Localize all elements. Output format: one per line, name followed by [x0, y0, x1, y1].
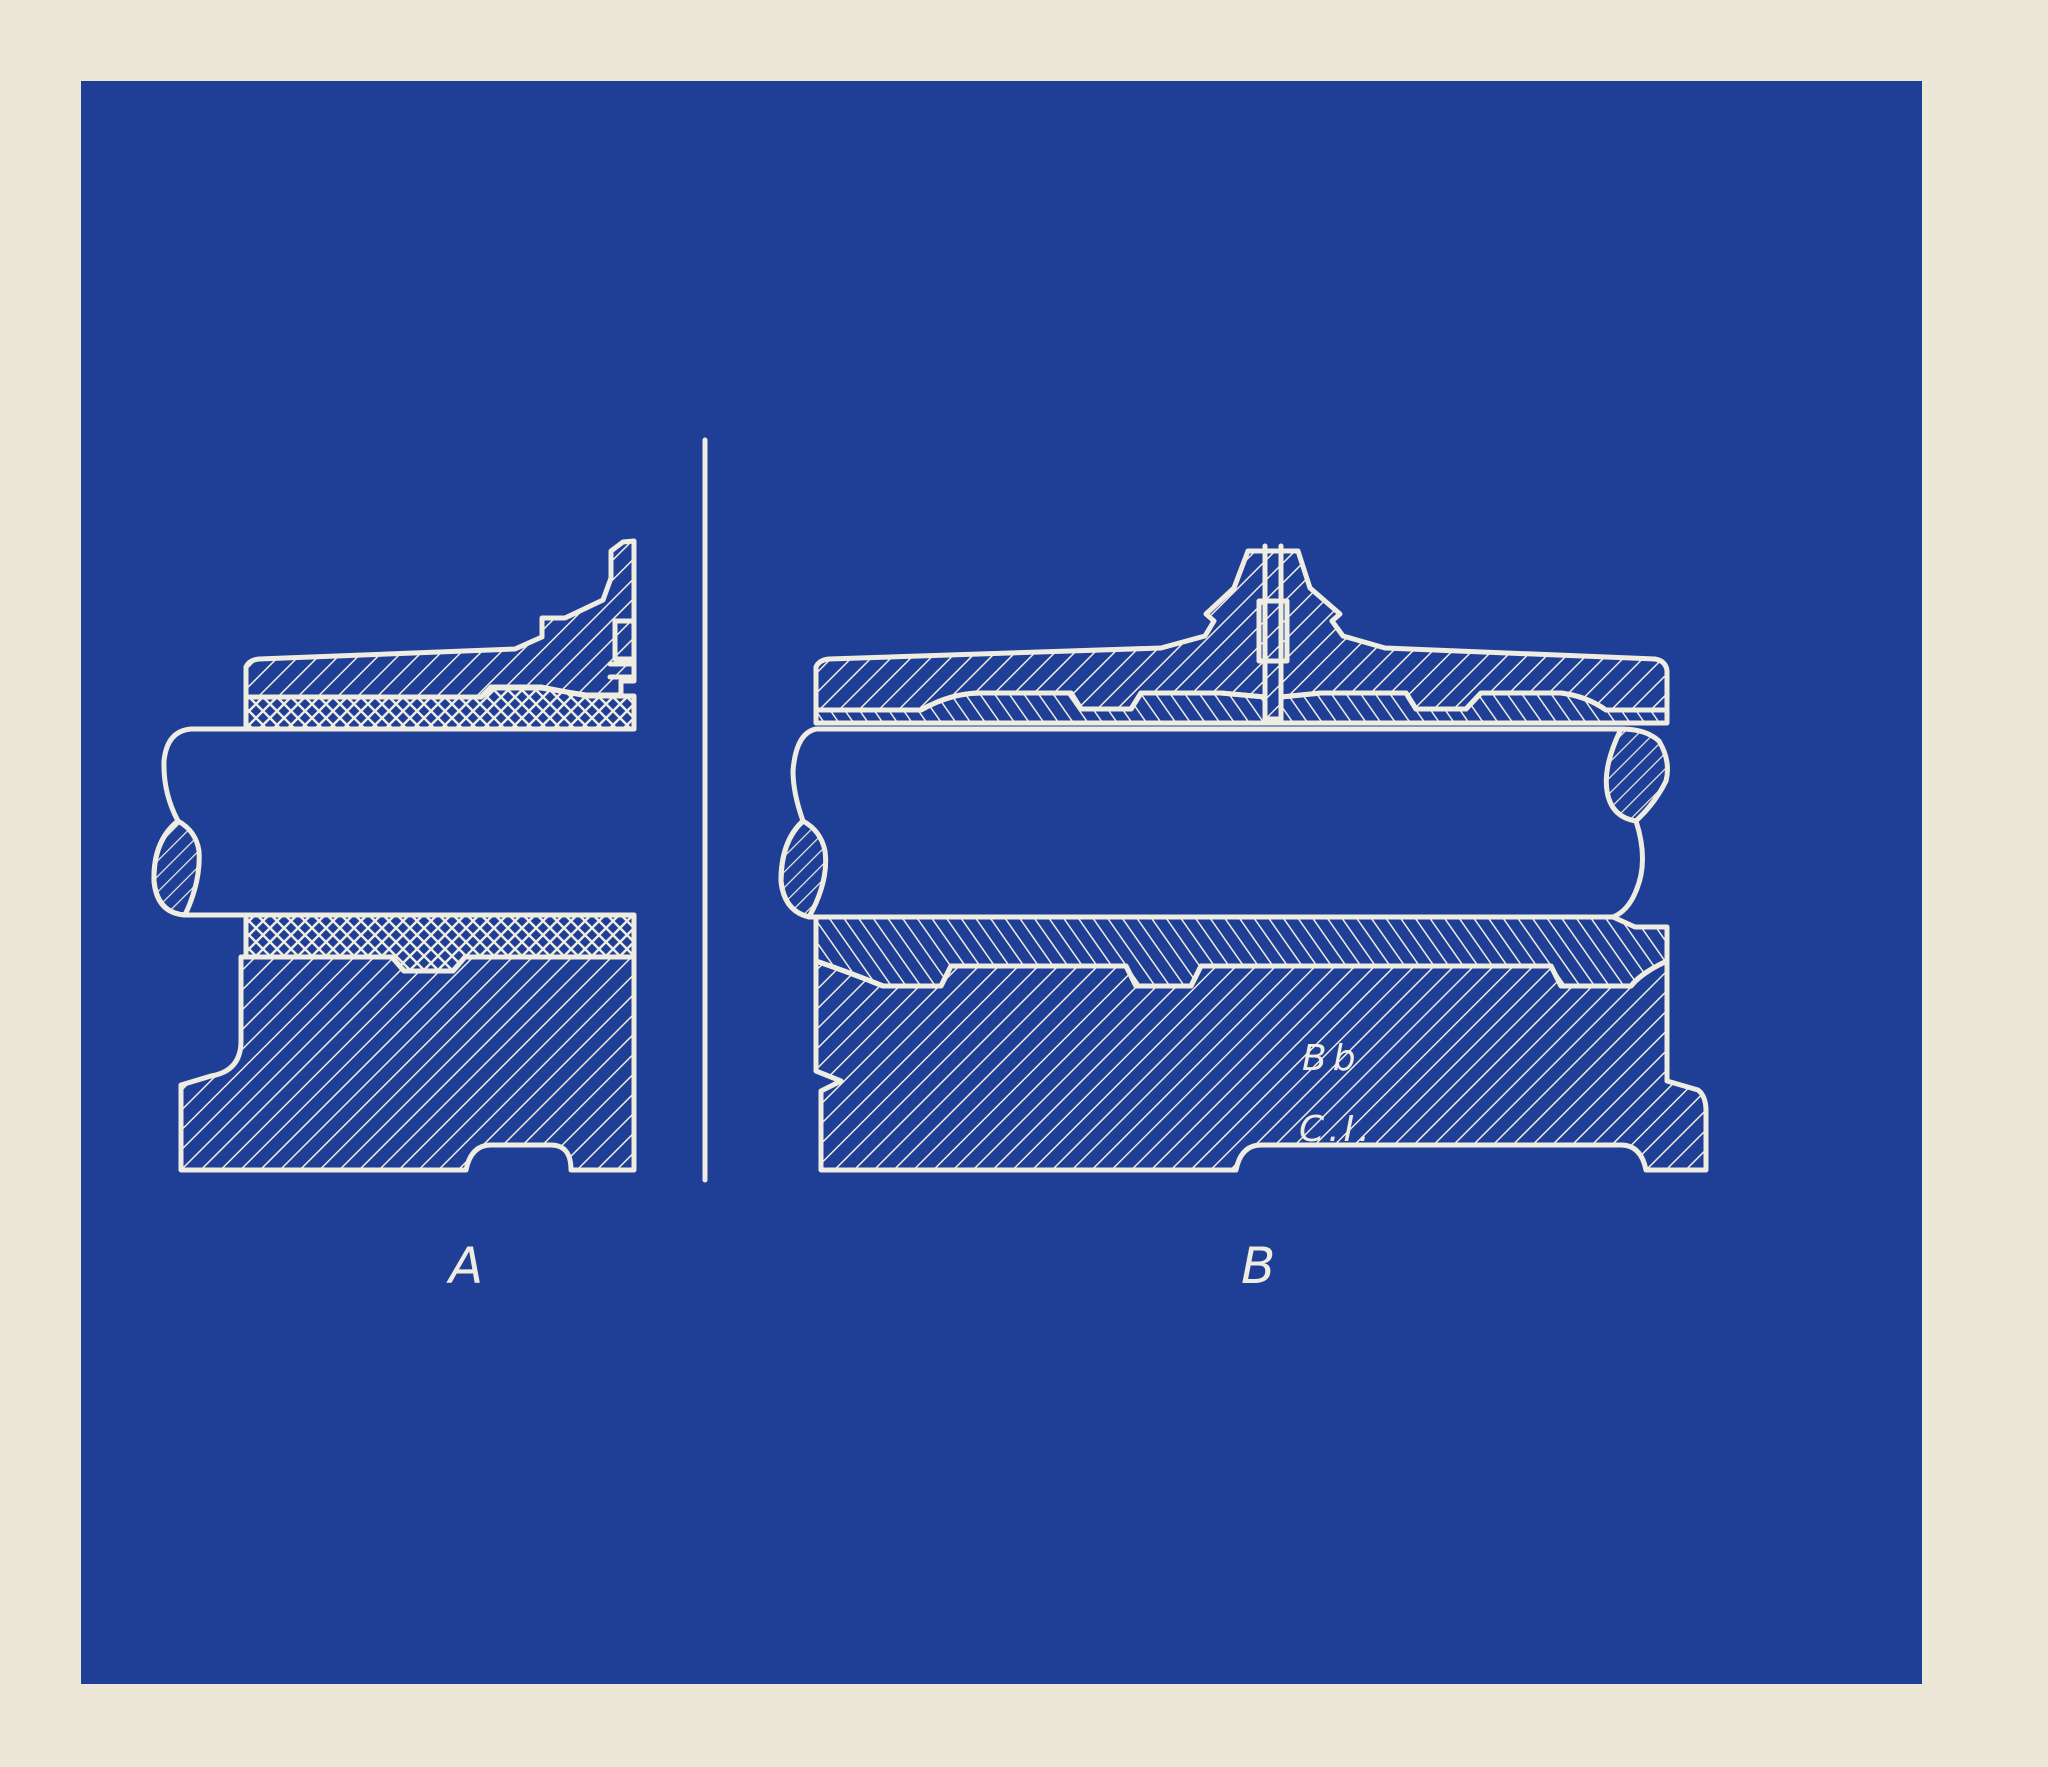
body-material-label: C.I.: [1299, 1109, 1374, 1150]
bearing-drawing: [151, 437, 1709, 1183]
view-b-drawing: [778, 543, 1709, 1173]
view-a-drawing: [151, 437, 708, 1183]
view-a-shaft: [151, 726, 637, 918]
view-b-shaft: [778, 726, 1624, 920]
view-a-label: A: [449, 1237, 484, 1295]
view-b-top-bush: [813, 690, 1670, 726]
view-b-label: B: [1241, 1237, 1276, 1295]
view-a-oil-hole: [612, 618, 637, 662]
blueprint-panel: A B Bb C.I.: [81, 81, 1922, 1684]
view-a-bottom-body: [178, 954, 637, 1173]
view-a-top-cap: [243, 538, 637, 713]
view-b-bottom-body: [813, 958, 1709, 1173]
bush-material-label: Bb: [1302, 1038, 1362, 1079]
